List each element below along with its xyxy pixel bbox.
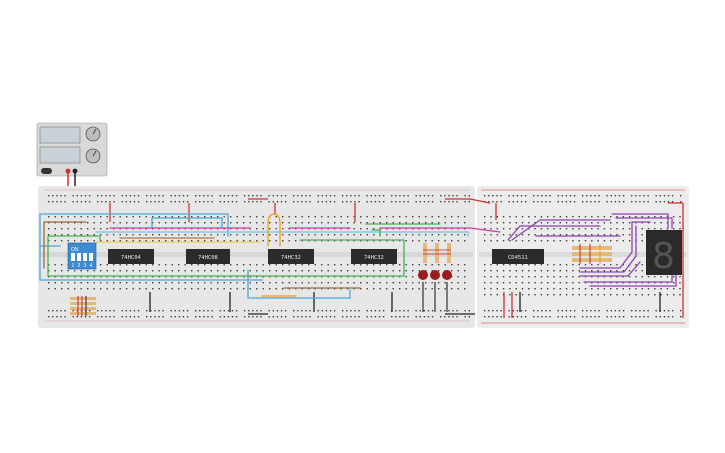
power-supply[interactable] — [36, 122, 108, 177]
wire-blue-outer — [39, 213, 229, 247]
led-3[interactable] — [442, 270, 452, 280]
wire-purple-disp-top — [611, 213, 669, 229]
wire-purple-bot-3 — [579, 261, 641, 277]
wire-orange-loop — [267, 213, 281, 247]
dip-pos-1: 1 — [72, 263, 75, 269]
dip-pos-4: 4 — [90, 263, 93, 269]
chip-label: 74HC32 — [281, 255, 301, 261]
led-1[interactable] — [418, 270, 428, 280]
seven-segment-display[interactable]: 8 — [646, 230, 682, 277]
led-resistors[interactable] — [423, 243, 451, 263]
led-2[interactable] — [430, 270, 440, 280]
chip-74hc32-a[interactable]: 74HC32 — [268, 249, 314, 264]
wire-purple-1 — [507, 225, 601, 241]
dip-on-label: ON — [71, 247, 79, 253]
segment-resistors[interactable] — [572, 244, 612, 264]
chip-74hc32-b[interactable]: 74HC32 — [351, 249, 397, 264]
dip-toggle-1[interactable] — [71, 253, 75, 261]
chip-label: 74HC08 — [198, 255, 218, 261]
voltage-display-icon — [39, 126, 81, 144]
chip-label: 74HC04 — [121, 255, 142, 261]
wire-green-right — [371, 229, 381, 237]
dip-toggle-3[interactable] — [83, 253, 87, 261]
wire-blue-route — [247, 269, 351, 299]
wire-green-main — [47, 235, 101, 269]
chip-74hc08[interactable]: 74HC08 — [186, 249, 230, 264]
dip-toggle-4[interactable] — [89, 253, 93, 261]
wire-blue-mid — [151, 217, 223, 229]
wire-blue-long — [95, 231, 469, 237]
display-digit: 8 — [652, 236, 675, 277]
wire-purple-bot-2 — [579, 225, 637, 273]
dip-pos-3: 3 — [84, 263, 87, 269]
wire-green-bottom — [47, 239, 405, 277]
wire-purple-bot-5 — [589, 269, 677, 287]
wire-magenta-3 — [379, 227, 501, 233]
dip-resistors[interactable] — [70, 296, 96, 316]
current-display-icon — [39, 146, 81, 164]
wire-blue-lower — [39, 245, 263, 281]
chip-74hc04[interactable]: 74HC04 — [108, 249, 154, 264]
dip-switch[interactable]: ON 1 2 3 4 — [67, 242, 97, 270]
power-switch-icon[interactable] — [41, 168, 52, 174]
led-group[interactable] — [418, 270, 452, 312]
rail-jumpers[interactable] — [109, 198, 684, 318]
chip-label: CD4511 — [508, 255, 528, 261]
positive-terminal-icon — [65, 168, 71, 174]
wire-purple-2 — [511, 219, 611, 241]
dip-toggle-2[interactable] — [77, 253, 81, 261]
wire-purple-bot-1 — [579, 221, 651, 269]
negative-terminal-icon — [72, 168, 78, 174]
dip-pos-2: 2 — [78, 263, 81, 269]
wire-brown — [43, 221, 87, 269]
chip-cd4511[interactable]: CD4511 — [492, 249, 544, 264]
wire-purple-disp-top2 — [615, 217, 673, 229]
chip-label: 74HC32 — [364, 255, 384, 261]
